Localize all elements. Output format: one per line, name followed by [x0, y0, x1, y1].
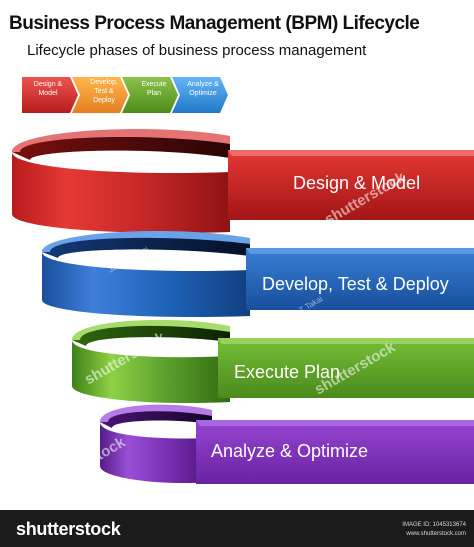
- ring-analyze-optimize: [100, 404, 474, 484]
- chevron-label-line: Model: [38, 90, 58, 97]
- ring-execute-plan: [72, 319, 474, 404]
- band-label-develop-test-deploy: Develop, Test & Deploy: [262, 274, 449, 294]
- chevron-label-line: Design &: [33, 81, 63, 88]
- chevron-label-analyze: Analyze & Optimize: [178, 80, 228, 98]
- chevron-design: [22, 77, 78, 113]
- chevron-label-design: Design & Model: [23, 80, 73, 98]
- footer-image-id: IMAGE ID: 1045313674: [402, 522, 466, 528]
- band-label-design-model: Design & Model: [293, 173, 421, 193]
- ring-develop-test-deploy: [42, 230, 474, 318]
- ring-design-model: [12, 129, 474, 234]
- lifecycle-ribbon-diagram: [12, 129, 474, 484]
- chevron-label-line: Analyze &: [187, 81, 219, 88]
- chevron-label-develop: Develop, Test & Deploy: [79, 78, 129, 105]
- chevron-label-line: Plan: [146, 90, 161, 97]
- footer-bar: shutterstock IMAGE ID: 1045313674 www.sh…: [0, 510, 474, 547]
- chevron-label-line: Optimize: [189, 90, 217, 97]
- band-label-analyze-optimize: Analyze & Optimize: [211, 441, 369, 461]
- chevron-strip: [22, 77, 228, 113]
- chevron-execute: [122, 77, 178, 113]
- chevron-label-line: Test &: [94, 88, 114, 95]
- footer-url: www.shutterstock.com: [406, 531, 466, 537]
- chevron-analyze: [172, 77, 228, 113]
- chevron-label-line: Develop,: [90, 79, 118, 86]
- page-subtitle: Lifecycle phases of business process man…: [27, 42, 367, 59]
- chevron-label-line: Execute: [141, 81, 167, 88]
- chevron-label-execute: Execute Plan: [129, 80, 179, 98]
- band-label-execute-plan: Execute Plan: [234, 362, 341, 382]
- chevron-develop: [72, 77, 128, 113]
- page-title: Business Process Management (BPM) Lifecy…: [9, 13, 420, 34]
- chevron-label-line: Deploy: [93, 97, 115, 104]
- footer-brand-logo: shutterstock: [16, 519, 121, 539]
